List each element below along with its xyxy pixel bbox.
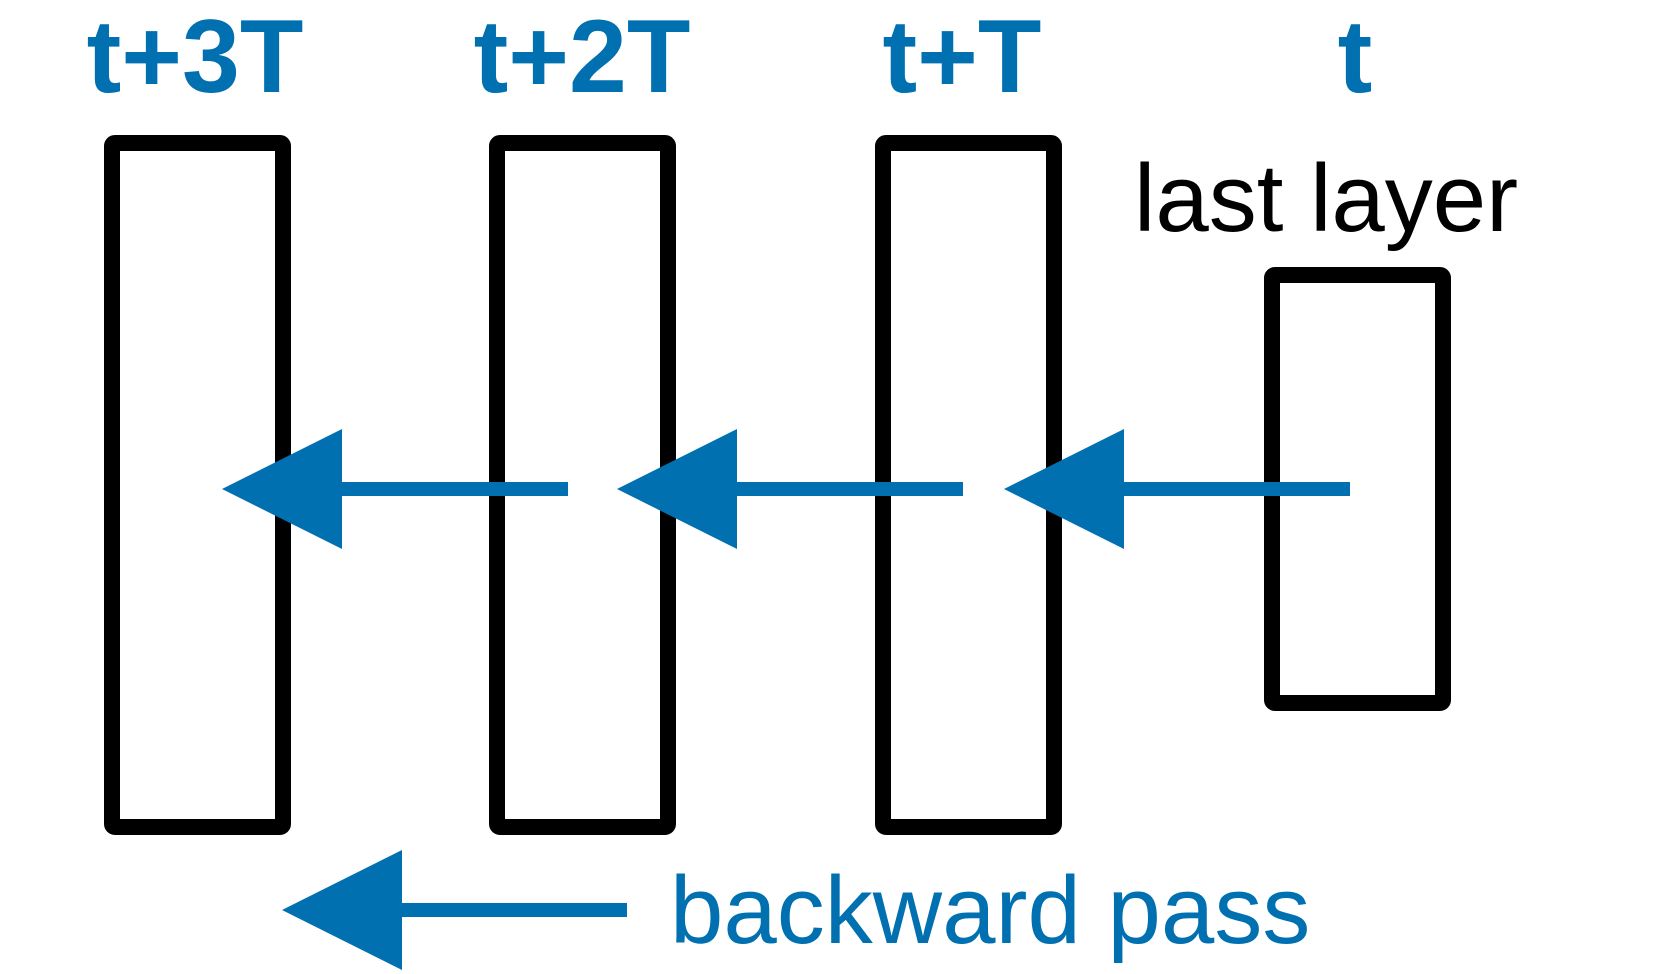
time-label-t: t (1338, 0, 1373, 115)
arrow-t-plus-t-to-t-plus-2t (617, 429, 963, 549)
time-label-t-plus-3t: t+3T (87, 0, 304, 115)
time-label-t-plus-t: t+T (883, 0, 1042, 115)
last-layer-label: last layer (1134, 145, 1518, 252)
backward-pass-label: backward pass (670, 857, 1310, 964)
arrow-t-to-t-plus-t (1004, 429, 1350, 549)
time-label-t-plus-2t: t+2T (474, 0, 691, 115)
backward-pass-arrow (282, 850, 627, 970)
arrow-t-plus-2t-to-t-plus-3t (222, 429, 568, 549)
